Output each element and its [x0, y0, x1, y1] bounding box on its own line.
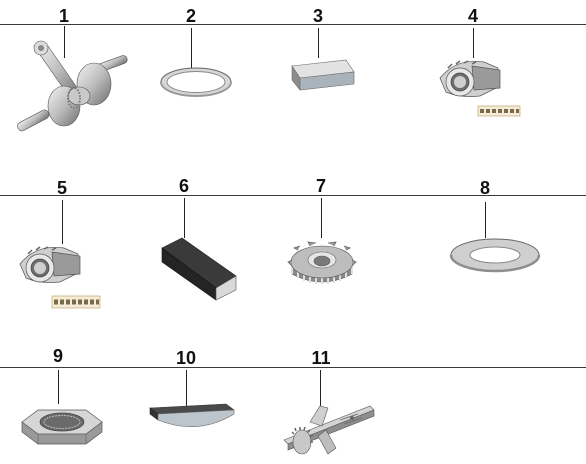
- shaft-assembly-icon: [283, 405, 375, 455]
- leader-line-9: [58, 370, 59, 404]
- part-number-1: 1: [58, 6, 69, 26]
- part-number-4: 4: [467, 6, 478, 26]
- row-divider-2: [0, 195, 586, 196]
- leader-line-3: [318, 28, 319, 58]
- leader-line-10: [186, 370, 187, 406]
- row-divider-3: [0, 367, 586, 368]
- part-number-7: 7: [315, 176, 326, 196]
- part-number-5: 5: [56, 178, 67, 198]
- part-number-11: 11: [311, 348, 331, 368]
- half-moon-key-icon: [149, 403, 235, 428]
- leader-line-11: [320, 370, 321, 406]
- flat-washer-icon: [449, 238, 541, 273]
- part-number-8: 8: [479, 178, 490, 198]
- leader-line-8: [485, 202, 486, 238]
- part-number-6: 6: [178, 176, 189, 196]
- part-number-3: 3: [312, 6, 323, 26]
- spur-gear-icon: [287, 241, 357, 284]
- leader-line-4: [473, 28, 474, 58]
- part-number-2: 2: [185, 6, 196, 26]
- thin-washer-icon: [160, 67, 232, 97]
- leader-line-7: [321, 198, 322, 238]
- crankshaft-icon: [17, 40, 128, 132]
- leader-line-1: [64, 26, 65, 58]
- hex-nut-icon: [21, 409, 103, 445]
- leader-line-5: [62, 200, 63, 244]
- part-number-10: 10: [175, 348, 197, 368]
- woodruff-key-block-icon: [291, 59, 355, 91]
- leader-line-6: [184, 198, 185, 238]
- bearing-with-cage-icon: [19, 246, 101, 309]
- row-divider-1: [0, 24, 586, 25]
- bearing-with-cage-icon: [439, 60, 521, 117]
- square-key-icon: [161, 237, 237, 301]
- leader-line-2: [191, 28, 192, 68]
- part-number-9: 9: [52, 346, 63, 366]
